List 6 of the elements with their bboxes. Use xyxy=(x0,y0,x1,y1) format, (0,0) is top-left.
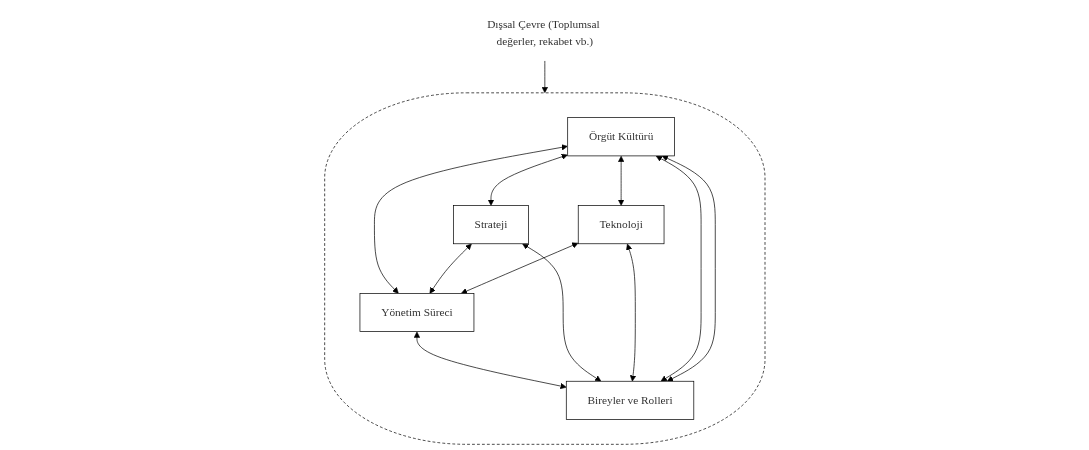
node-text: Dışsal Çevre (Toplumsal değerler, rekabet vb.) xyxy=(486,18,600,48)
node-box: Bireyler ve Rolleri xyxy=(565,380,694,420)
node-box: Örgüt Kültürü xyxy=(567,117,675,157)
node-box: Yönetim Süreci xyxy=(359,293,474,332)
node-box: Teknoloji xyxy=(577,205,665,245)
node-box: Strateji xyxy=(452,205,529,245)
